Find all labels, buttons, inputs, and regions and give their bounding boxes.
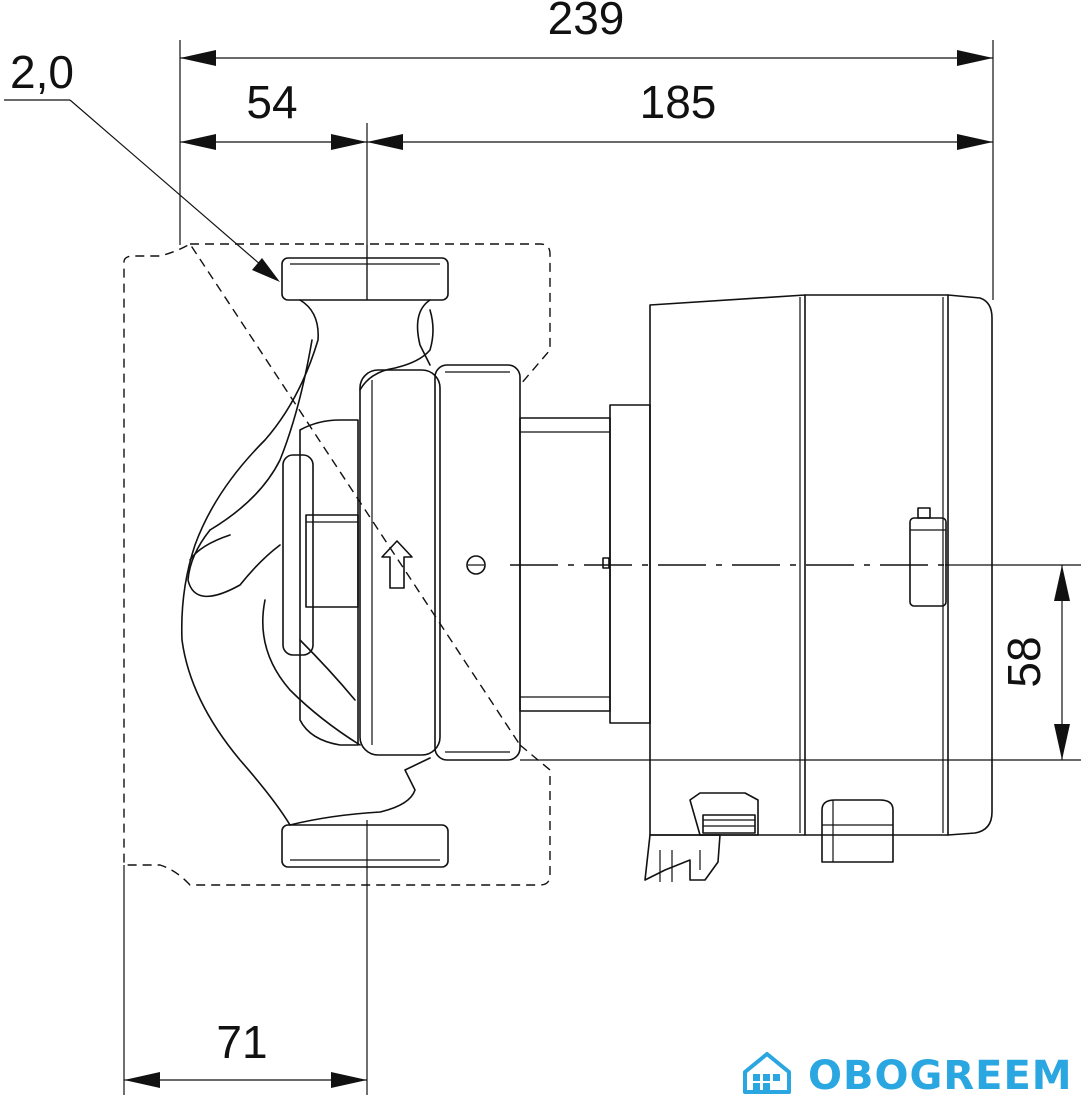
dim-label-239: 239 (548, 0, 625, 44)
dimension-58: 58 (998, 565, 1070, 760)
selector-knob-icon (909, 517, 947, 607)
dim-label-71: 71 (216, 1016, 267, 1068)
vent-screw-icon (466, 555, 486, 575)
dimension-71: 71 (124, 1016, 367, 1088)
insulation-shell-outline (123, 243, 551, 886)
dimension-185: 185 (367, 76, 993, 150)
dim-label-54: 54 (246, 76, 297, 128)
power-plug-icon (644, 792, 759, 882)
dimension-239: 239 (180, 0, 993, 66)
dim-label-185: 185 (640, 76, 717, 128)
obogreem-logo: OBOGREEM (743, 1052, 1073, 1099)
motor-housing (644, 294, 993, 882)
signal-connector-icon (821, 799, 894, 863)
dimension-2-0-leader: 2,0 (4, 46, 280, 282)
motor-flange (434, 364, 651, 761)
logo-text: OBOGREEM (808, 1053, 1073, 1099)
dim-label-58: 58 (998, 636, 1050, 687)
flow-arrow-icon (381, 540, 413, 589)
pump-volute (180, 257, 449, 868)
dimension-54: 54 (180, 76, 367, 150)
dim-label-2-0: 2,0 (10, 46, 74, 98)
house-icon (743, 1052, 791, 1094)
